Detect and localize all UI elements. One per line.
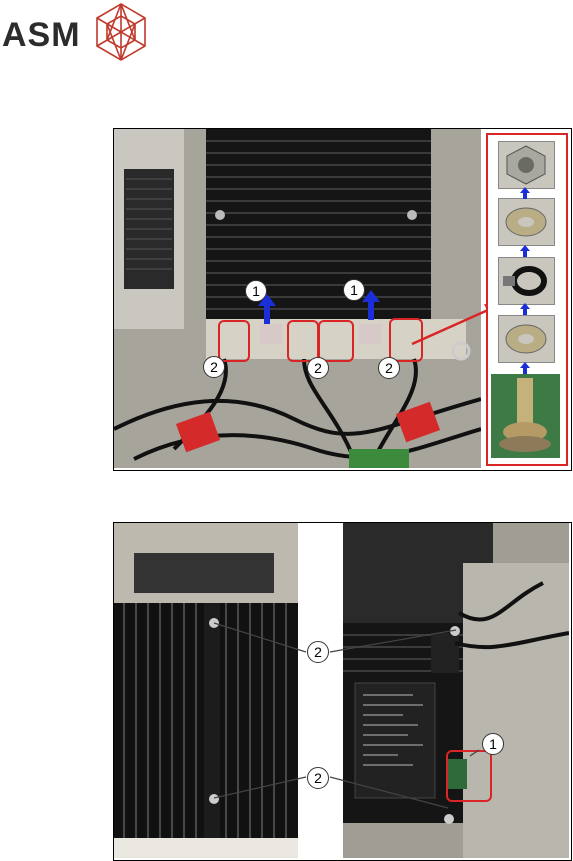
exploded-arrow-4 <box>520 362 530 374</box>
exploded-washer-1-icon <box>498 198 555 246</box>
top-terminal-highlight-1 <box>218 320 250 362</box>
top-callout-1b: 1 <box>343 279 365 301</box>
bottom-callout-1: 1 <box>482 733 504 755</box>
bottom-leader-lines <box>200 610 480 820</box>
bottom-callout-2a: 2 <box>307 641 329 663</box>
top-main-photo <box>114 129 481 468</box>
exploded-arrow-3 <box>520 303 530 315</box>
top-callout-2a: 2 <box>203 356 225 378</box>
exploded-washer-2-icon <box>498 315 555 363</box>
top-blue-arrow-2 <box>362 290 380 320</box>
top-callout-1a: 1 <box>245 280 267 302</box>
exploded-ring-lug-icon <box>498 257 555 305</box>
brand-logo-icon <box>94 2 148 62</box>
exploded-stud-bolt-icon <box>491 374 560 458</box>
exploded-arrow-2 <box>520 245 530 257</box>
top-terminal-highlight-2 <box>287 320 319 362</box>
exploded-nut-icon <box>498 141 555 189</box>
exploded-arrow-1 <box>520 187 530 199</box>
brand-name: ASM <box>2 16 81 55</box>
top-callout-2b: 2 <box>307 357 329 379</box>
top-terminal-highlight-3 <box>318 320 354 362</box>
top-callout-2c: 2 <box>378 357 400 379</box>
bottom-callout-2b: 2 <box>307 767 329 789</box>
